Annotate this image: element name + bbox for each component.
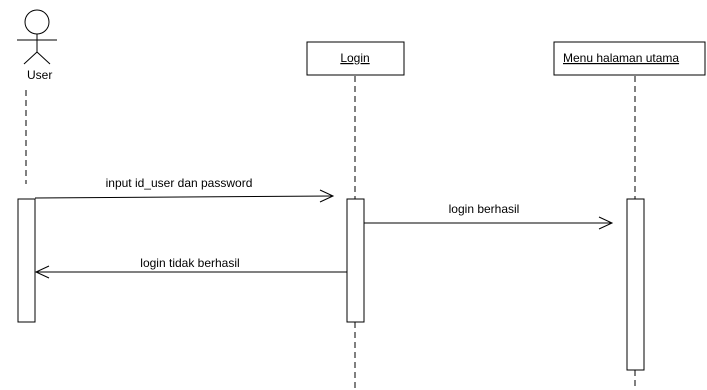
open-arrowhead-icon xyxy=(598,216,614,230)
object-login-box xyxy=(306,41,405,76)
actor-stick-figure-icon xyxy=(17,9,57,65)
actor-user: User xyxy=(17,9,57,82)
activation-menu xyxy=(626,198,645,371)
message-line xyxy=(34,195,334,199)
object-menu-box xyxy=(553,41,706,76)
object-menu-halaman-utama: Menu halaman utama xyxy=(553,41,706,76)
message-input-credentials: input id_user dan password xyxy=(34,176,335,203)
object-menu-label: Menu halaman utama xyxy=(563,51,679,65)
message-login-failed: login tidak berhasil xyxy=(34,256,347,279)
activation-user xyxy=(17,198,36,323)
message-login-success: login berhasil xyxy=(364,202,614,230)
object-login-label: Login xyxy=(340,51,369,65)
open-arrowhead-icon xyxy=(34,265,50,279)
actor-label: User xyxy=(27,68,52,82)
object-login: Login xyxy=(306,41,405,76)
message-label: login tidak berhasil xyxy=(140,256,239,270)
message-label: login berhasil xyxy=(449,202,520,216)
activation-login xyxy=(346,198,365,323)
message-label: input id_user dan password xyxy=(106,176,253,190)
open-arrowhead-icon xyxy=(319,189,335,203)
